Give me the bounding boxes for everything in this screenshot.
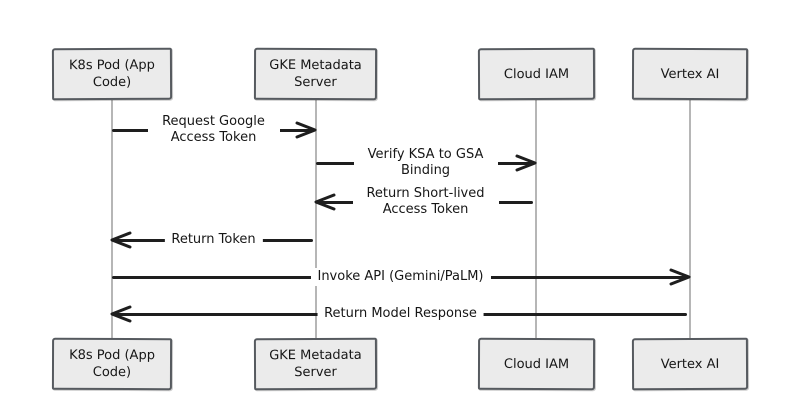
actor-label: GKE Metadata Server bbox=[269, 347, 362, 381]
message-label: Request Google Access Token bbox=[147, 113, 280, 147]
actor-label: Vertex AI bbox=[660, 66, 720, 82]
arrowhead-right-icon bbox=[669, 268, 691, 285]
actor-box-gke-metadata-server-bottom: GKE Metadata Server bbox=[253, 337, 378, 391]
actor-box-k8s-pod-bottom: K8s Pod (App Code) bbox=[51, 337, 173, 391]
message-label: Return Token bbox=[164, 231, 263, 249]
arrowhead-left-icon bbox=[110, 305, 132, 322]
arrowhead-right-icon bbox=[295, 121, 317, 138]
message-label: Return Short-lived Access Token bbox=[352, 185, 499, 219]
arrowhead-left-icon bbox=[110, 231, 132, 248]
message-label: Return Model Response bbox=[317, 305, 484, 323]
lifeline-gke-metadata-server bbox=[315, 100, 317, 338]
actor-box-k8s-pod-top: K8s Pod (App Code) bbox=[51, 47, 173, 101]
actor-label: GKE Metadata Server bbox=[269, 57, 362, 91]
message-label: Invoke API (Gemini/PaLM) bbox=[310, 268, 491, 286]
actor-box-vertex-ai-top: Vertex AI bbox=[631, 47, 749, 101]
actor-label: Vertex AI bbox=[660, 356, 720, 372]
actor-box-vertex-ai-bottom: Vertex AI bbox=[631, 337, 749, 391]
actor-box-cloud-iam-bottom: Cloud IAM bbox=[477, 337, 596, 391]
actor-label: Cloud IAM bbox=[503, 356, 570, 372]
actor-box-gke-metadata-server-top: GKE Metadata Server bbox=[253, 47, 378, 101]
arrowhead-left-icon bbox=[314, 193, 336, 210]
actor-label: K8s Pod (App Code) bbox=[68, 57, 155, 91]
lifeline-cloud-iam bbox=[535, 100, 537, 338]
message-label: Verify KSA to GSA Binding bbox=[353, 146, 498, 180]
lifeline-vertex-ai bbox=[689, 100, 691, 338]
actor-label: Cloud IAM bbox=[503, 66, 570, 82]
lifeline-k8s-pod bbox=[111, 100, 113, 338]
arrowhead-right-icon bbox=[515, 154, 537, 171]
actor-box-cloud-iam-top: Cloud IAM bbox=[477, 47, 596, 101]
actor-label: K8s Pod (App Code) bbox=[69, 347, 155, 381]
